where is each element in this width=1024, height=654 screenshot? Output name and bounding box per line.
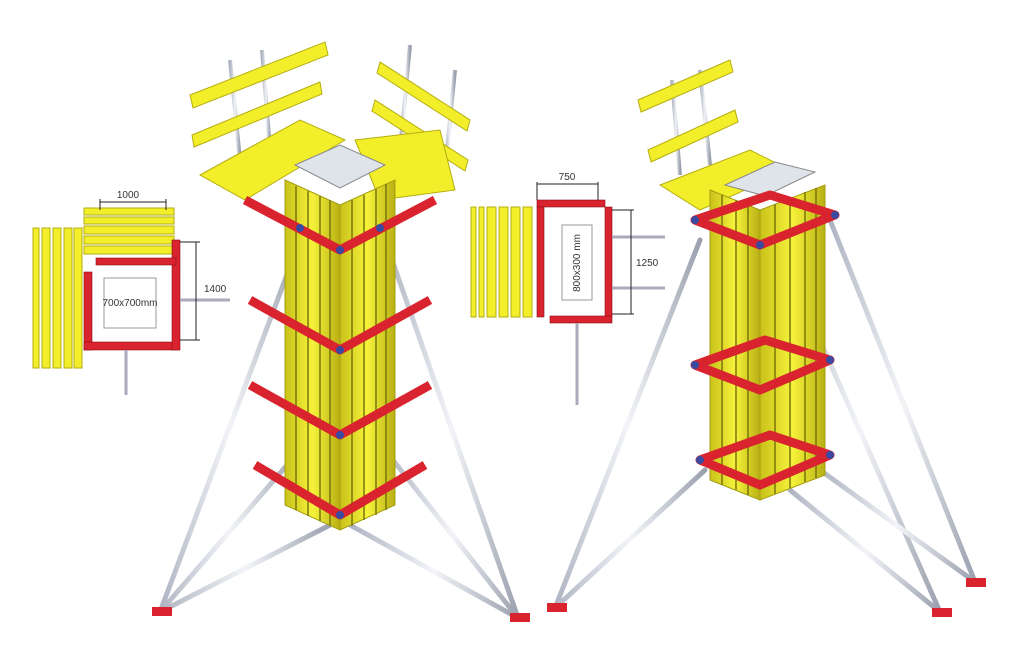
dimension-width [99,199,167,210]
column-formwork-square-3d [152,41,530,622]
section-label: 700x700mm [102,298,157,309]
base-plate [152,607,172,616]
height-dimension-label: 1400 [204,284,227,295]
guard-rails [637,59,739,163]
column-section [103,277,157,329]
height-dimension-label: 1250 [636,258,659,269]
dimension-height [180,241,200,341]
spare-panels [32,227,83,369]
yoke-frame [83,239,181,351]
width-dimension-label: 750 [559,172,576,183]
clamps [691,211,839,464]
base-plate [932,608,952,617]
diagonal-braces [552,217,978,615]
spare-panels [470,206,533,318]
plan-view-700x700: 700x700mm 1000 1400 [32,190,230,395]
plan-view-800x300: 800x300 mm 750 1250 [470,172,665,405]
dimension-height [612,209,634,315]
column-opening [723,161,817,197]
working-platform [198,119,456,201]
column-panels [709,161,826,501]
base-plate [547,603,567,612]
column-formwork-rectangular-3d [547,59,986,617]
yoke-frame [536,199,613,324]
width-dimension-label: 1000 [117,190,140,201]
base-plate [510,613,530,622]
platform-boards [83,207,175,255]
guard-rails [189,41,471,172]
base-plate [966,578,986,587]
section-label: 800x300 mm [572,234,583,292]
column-panels [284,144,396,531]
dimension-width [536,182,599,200]
column-opening [293,144,387,189]
clamps [296,224,384,519]
column-section [561,224,593,301]
